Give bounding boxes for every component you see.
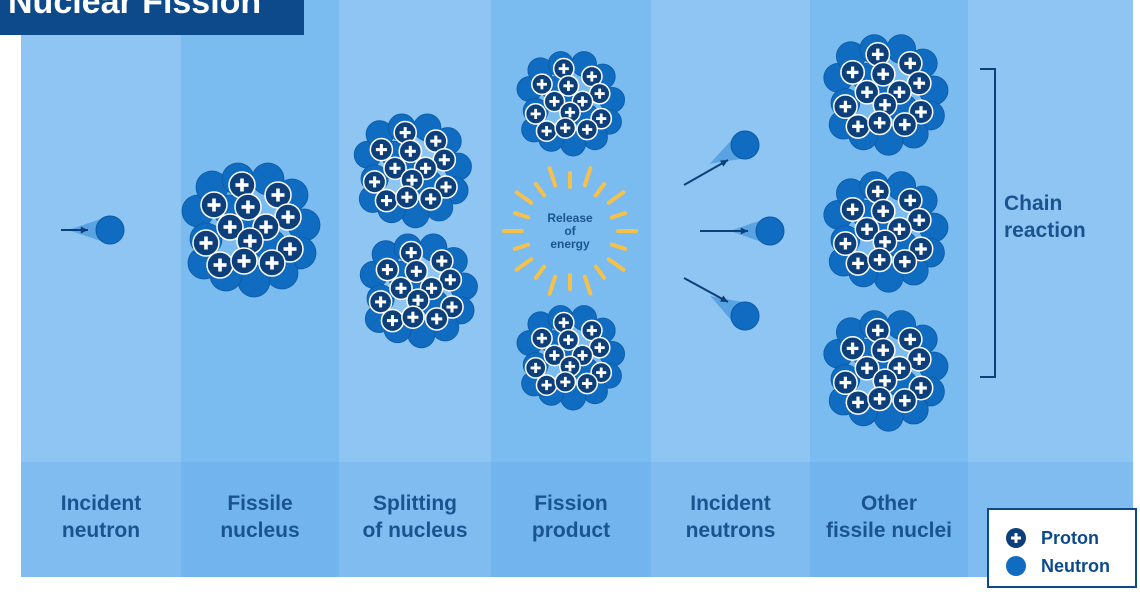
energy-ray (593, 182, 607, 198)
released-neutron-2 (700, 216, 785, 246)
energy-ray (547, 166, 558, 188)
title-banner: Nuclear Fission (0, 0, 304, 35)
chain-reaction-bracket (980, 68, 996, 378)
column-label-other-fissile-nuclei: Other fissile nuclei (810, 490, 968, 544)
neutron (730, 301, 760, 331)
column-label-fission-product: Fission product (491, 490, 651, 544)
column-label-line2: fissile nuclei (825, 519, 953, 542)
column-label-line1: Fissile (227, 492, 293, 515)
energy-ray (512, 211, 531, 220)
energy-ray (582, 274, 593, 296)
energy-ray (609, 242, 628, 251)
energy-label: Release of energy (530, 212, 610, 251)
column-label-line1: Incident (60, 492, 142, 515)
energy-ray (593, 264, 607, 280)
released-neutron-3 (683, 277, 760, 331)
page-title: Nuclear Fission (8, 0, 262, 21)
energy-label-line2: of (564, 224, 576, 238)
energy-burst (502, 166, 638, 296)
energy-ray (606, 257, 626, 272)
splitting-nucleus-bottom (359, 233, 478, 349)
neutron (95, 215, 125, 245)
column-label-line2: neutron (61, 519, 141, 542)
other-fissile-nucleus-3 (823, 310, 949, 432)
energy-label-line1: Release (547, 211, 593, 225)
released-neutron-1 (683, 130, 760, 186)
splitting-nucleus-top (353, 113, 472, 229)
legend-proton-row: Proton (1005, 526, 1099, 550)
label-band (21, 462, 1133, 577)
incident-neutrons-layer (61, 130, 785, 331)
energy-ray (512, 242, 531, 251)
chain-reaction-line1: Chain (1004, 192, 1063, 215)
other-fissile-nucleus-2 (823, 171, 949, 293)
column-bg-5 (651, 0, 810, 577)
energy-ray (533, 182, 547, 198)
arrow (683, 277, 729, 303)
energy-ray (514, 190, 534, 205)
column-label-fissile-nucleus: Fissile nucleus (181, 490, 339, 544)
column-label-line2: neutrons (685, 519, 776, 542)
column-label-line1: Other (860, 492, 917, 515)
fission-product-top (516, 51, 626, 157)
neutron (755, 216, 785, 246)
legend-neutron-label: Neutron (1041, 555, 1110, 576)
energy-label-line3: energy (550, 237, 590, 251)
column-label-line1: Splitting (373, 492, 457, 515)
other-fissile-nucleus-1 (823, 34, 949, 156)
fissile-nucleus (181, 162, 321, 298)
column-label-line2: nucleus (220, 519, 300, 542)
column-label-incident-neutrons: Incident neutrons (651, 490, 810, 544)
legend-neutron-row: Neutron (1005, 554, 1110, 578)
energy-ray (547, 274, 558, 296)
energy-ray (606, 190, 626, 205)
column-label-line1: Fission (534, 492, 608, 515)
column-bg-1 (21, 0, 181, 577)
column-label-incident-neutron: Incident neutron (21, 490, 181, 544)
proton-icon (1006, 528, 1026, 548)
energy-ray (609, 211, 628, 220)
column-label-line2: product (531, 519, 611, 542)
incident-neutron (61, 215, 125, 245)
energy-ray (533, 264, 547, 280)
column-label-line1: Incident (690, 492, 771, 515)
neutron (730, 130, 760, 160)
nuclei-layer (181, 34, 949, 432)
legend: Proton Neutron (987, 508, 1137, 588)
chain-reaction-line2: reaction (1004, 219, 1086, 242)
arrow (683, 159, 729, 186)
column-label-splitting: Splitting of nucleus (339, 490, 491, 544)
energy-ray (582, 166, 593, 188)
chain-reaction-label: Chain reaction (1004, 190, 1086, 244)
neutron-icon (1006, 556, 1026, 576)
column-label-line2: of nucleus (362, 519, 468, 542)
fission-product-bottom (516, 305, 626, 411)
legend-proton-label: Proton (1041, 527, 1099, 548)
energy-ray (514, 257, 534, 272)
